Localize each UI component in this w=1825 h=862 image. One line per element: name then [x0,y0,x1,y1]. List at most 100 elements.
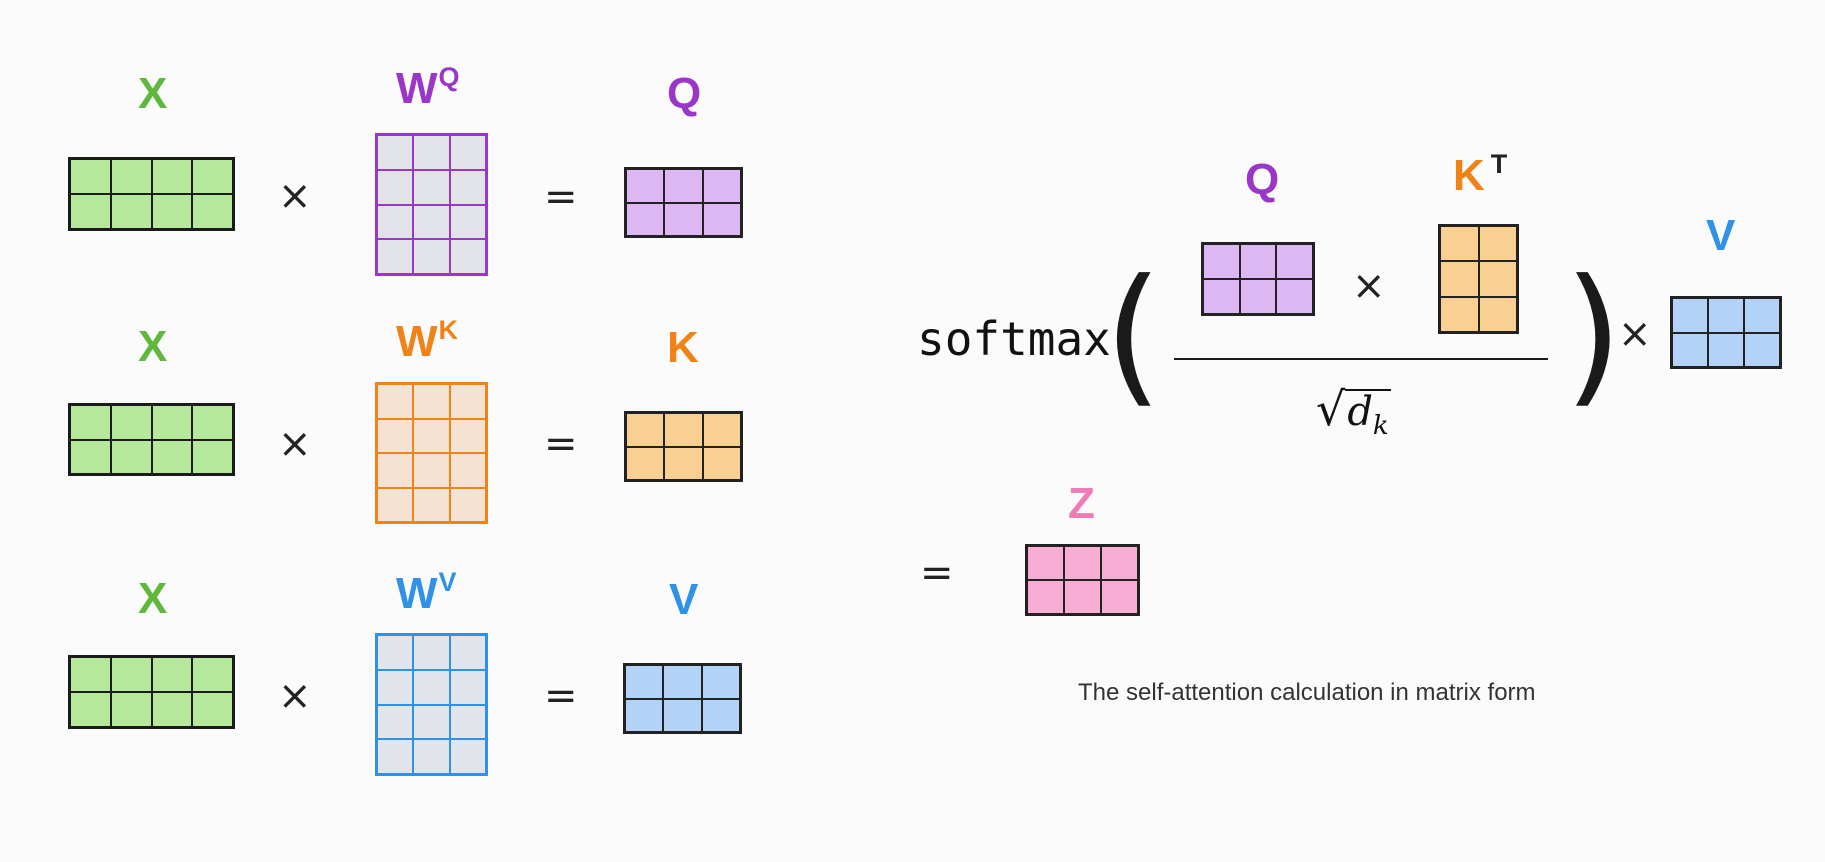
times-row2: × [278,421,312,467]
matrix-cell [626,202,665,236]
matrix-cell [151,194,193,229]
matrix-cell [70,405,111,440]
matrix-cell [377,204,414,240]
x-matrix-row2 [68,403,235,476]
matrix-cell [1027,546,1064,580]
matrix-cell [449,169,486,205]
x-label-row3: X [138,574,168,623]
x-matrix-row1 [68,157,235,231]
matrix-cell [377,384,414,419]
kt-matrix [1438,224,1519,334]
matrix-cell [377,635,414,670]
matrix-cell [625,698,664,732]
matrix-cell [413,384,450,419]
matrix-cell [192,439,233,474]
matrix-cell [377,739,414,774]
matrix-cell [1239,279,1277,314]
z-label: Z [1068,479,1095,528]
matrix-cell [1708,332,1744,367]
matrix-cell [449,418,486,453]
matrix-cell [70,159,111,194]
matrix-cell [1276,279,1313,314]
matrix-cell [702,169,741,203]
matrix-cell [1203,279,1240,314]
matrix-cell [377,453,414,488]
matrix-cell [413,418,450,453]
matrix-cell [626,413,665,447]
v-label-row3: V [669,575,699,624]
z-matrix [1025,544,1140,616]
q-label-formula: Q [1245,155,1280,204]
matrix-cell [151,405,193,440]
matrix-cell [151,439,193,474]
matrix-cell [413,487,450,522]
q-matrix-formula [1201,242,1315,316]
wk-matrix [375,382,488,524]
matrix-cell [110,405,152,440]
matrix-cell [1101,580,1138,614]
wq-label: WQ [396,62,460,113]
matrix-cell [192,159,233,194]
times-outer: × [1618,311,1652,357]
matrix-cell [192,657,233,692]
v-label-formula: V [1706,211,1736,260]
matrix-cell [449,239,486,274]
wq-matrix [375,133,488,276]
k-matrix-row2 [624,411,743,482]
matrix-cell [1478,261,1517,297]
matrix-cell [1478,296,1517,332]
matrix-cell [1672,298,1708,333]
matrix-cell [1027,580,1064,614]
matrix-cell [664,202,703,236]
matrix-cell [1672,332,1708,367]
matrix-cell [70,194,111,229]
open-paren: ( [1104,248,1163,422]
matrix-cell [377,704,414,740]
softmax-label: softmax [917,312,1111,366]
matrix-cell [377,239,414,274]
matrix-cell [151,159,193,194]
matrix-cell [151,692,193,727]
matrix-cell [413,635,450,670]
v-matrix-formula [1670,296,1782,369]
matrix-cell [110,657,152,692]
q-matrix-row1 [624,167,743,238]
matrix-cell [702,446,741,480]
matrix-cell [701,698,740,732]
matrix-cell [192,194,233,229]
fraction-bar [1174,358,1548,360]
matrix-cell [663,698,702,732]
matrix-cell [1478,226,1517,262]
matrix-cell [377,487,414,522]
matrix-cell [110,439,152,474]
matrix-cell [413,453,450,488]
matrix-cell [70,692,111,727]
times-row1: × [278,173,312,219]
equals-result: = [920,550,954,596]
matrix-cell [413,135,450,170]
matrix-cell [449,704,486,740]
matrix-cell [413,239,450,274]
matrix-cell [702,202,741,236]
x-label-row2: X [138,322,168,371]
close-paren: ) [1564,248,1623,422]
wv-matrix [375,633,488,776]
matrix-cell [626,446,665,480]
matrix-cell [413,204,450,240]
k-label-row2: K [667,323,699,372]
matrix-cell [413,739,450,774]
wk-label: WK [396,315,459,366]
matrix-cell [1744,298,1780,333]
matrix-cell [449,487,486,522]
x-matrix-row3 [68,655,235,729]
matrix-cell [1440,226,1479,262]
matrix-cell [626,169,665,203]
matrix-cell [377,135,414,170]
matrix-cell [110,692,152,727]
matrix-cell [664,169,703,203]
matrix-cell [70,439,111,474]
matrix-cell [192,405,233,440]
matrix-cell [413,704,450,740]
matrix-cell [1440,296,1479,332]
